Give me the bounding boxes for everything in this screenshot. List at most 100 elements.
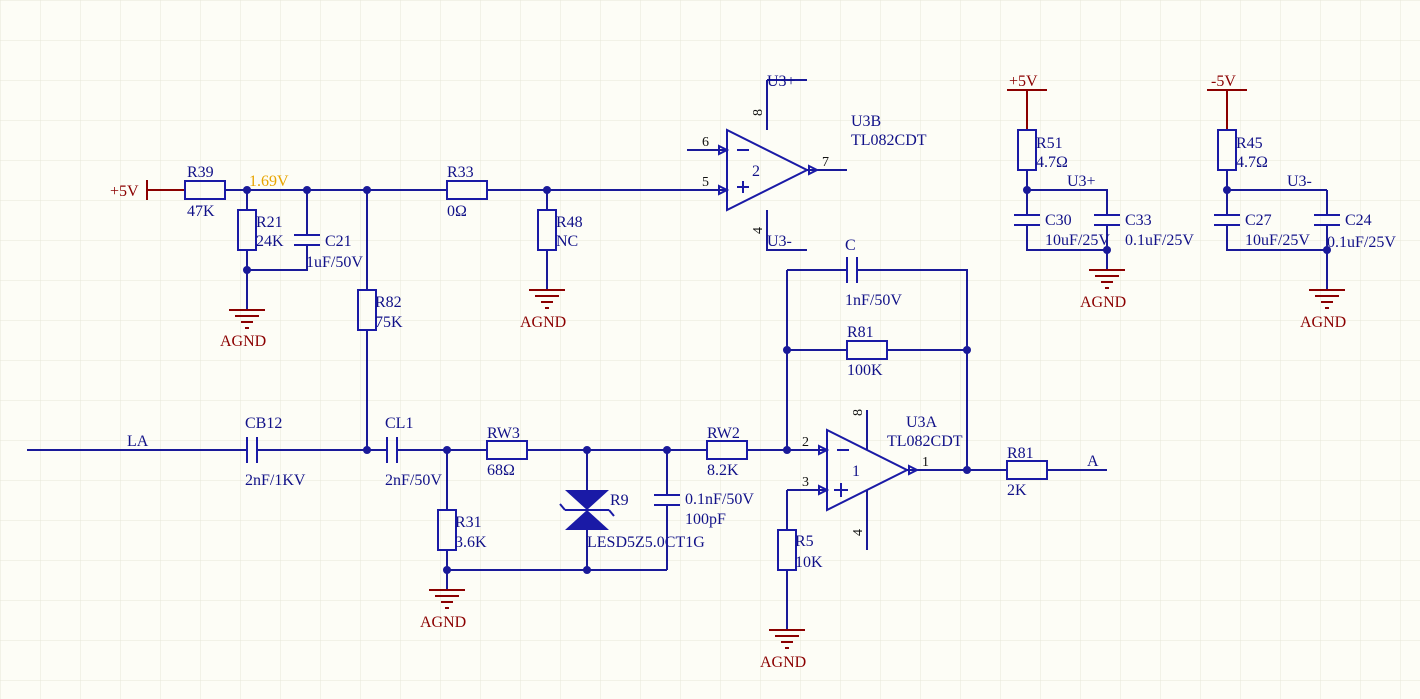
r51-ref: R51 [1036, 135, 1063, 152]
u3b-vneg-net: U3- [767, 233, 792, 250]
bias-network: +5V R39 47K 1.69V R21 24K C21 1uF/50V AG… [110, 164, 727, 450]
u3a-pin-out: 1 [922, 455, 929, 470]
u3b-pin-inv: 6 [702, 135, 709, 150]
r39-value: 47K [187, 203, 215, 220]
r5-group: R5 10K AGND [760, 529, 823, 671]
u3minus-net-label: U3- [1287, 173, 1312, 190]
r81-feedback-ref: R81 [847, 324, 874, 341]
agnd-label-1: AGND [220, 333, 266, 350]
r33-resistor[interactable] [446, 180, 488, 200]
u3a-pin-noninv: 3 [802, 475, 809, 490]
u3a-ref: U3A [906, 414, 938, 431]
junction [243, 186, 251, 194]
r82-resistor[interactable] [357, 289, 377, 331]
u3a-opamp[interactable]: 1 2 3 1 8 4 U3A TL082CDT [786, 409, 1007, 550]
rw3-resistor[interactable] [486, 440, 528, 460]
u3b-pin-vpos: 8 [751, 109, 766, 116]
agnd-label-5: AGND [420, 614, 466, 631]
c33-capacitor[interactable] [1094, 214, 1120, 226]
c21-wires [247, 190, 308, 271]
junction [363, 186, 371, 194]
agnd-symbol-4 [1309, 289, 1345, 309]
feedback-network: C 1nF/50V R81 100K [783, 237, 971, 470]
cb12-value: 2nF/1KV [245, 472, 306, 489]
r21-ref: R21 [256, 214, 283, 231]
agnd-label-2: AGND [520, 314, 566, 331]
junction [543, 186, 551, 194]
r45-value: 4.7Ω [1236, 154, 1268, 171]
bias-node-voltage: 1.69V [249, 173, 289, 190]
agnd-symbol-2 [529, 289, 565, 309]
r5-value: 10K [795, 554, 823, 571]
r9-value: LESD5Z5.0CT1G [587, 534, 705, 551]
u3a-pin-vneg: 4 [851, 529, 866, 536]
r31-value: 3.6K [455, 534, 487, 551]
r81-output-value: 2K [1007, 482, 1027, 499]
c24-capacitor[interactable] [1314, 214, 1340, 226]
c33-ref: C33 [1125, 212, 1152, 229]
agnd-label-6: AGND [760, 654, 806, 671]
rw2-ref: RW2 [707, 425, 740, 442]
cl1-capacitor[interactable] [386, 437, 398, 463]
u3plus-net-label: U3+ [1067, 173, 1096, 190]
c21-ref: C21 [325, 233, 352, 250]
r31-resistor[interactable] [437, 509, 457, 551]
c24-ref: C24 [1345, 212, 1372, 229]
u3b-value: TL082CDT [851, 132, 927, 149]
u3a-value: TL082CDT [887, 433, 963, 450]
c-feedback-ref: C [845, 237, 856, 254]
r9-ref: R9 [610, 492, 629, 509]
c30-value: 10uF/25V [1045, 232, 1110, 249]
vplus-left-label: +5V [110, 183, 139, 200]
vplus-decoupling: +5V R51 4.7Ω U3+ C30 10uF/25V C33 0.1uF/… [1007, 73, 1194, 311]
agnd-label-3: AGND [1080, 294, 1126, 311]
shunt-cap-value1: 0.1nF/50V [685, 491, 754, 508]
a-net-label: A [1087, 453, 1099, 470]
r82-value: 75K [375, 314, 403, 331]
c-feedback-capacitor[interactable] [846, 257, 858, 283]
agnd-symbol-5 [429, 589, 465, 609]
c30-ref: C30 [1045, 212, 1072, 229]
r82-ref: R82 [375, 294, 402, 311]
cb12-capacitor[interactable] [246, 437, 258, 463]
c27-capacitor[interactable] [1214, 214, 1240, 226]
agnd-symbol-1 [229, 309, 265, 329]
r81-feedback-value: 100K [847, 362, 883, 379]
agnd-symbol-6 [769, 629, 805, 649]
input-path: LA CB12 2nF/1KV CL1 2nF/50V RW3 68Ω RW2 … [27, 415, 787, 631]
u3b-pin-vneg: 4 [751, 227, 766, 234]
r81-feedback-resistor[interactable] [846, 340, 888, 360]
r21-resistor[interactable] [237, 209, 257, 251]
c24-value: 0.1uF/25V [1327, 234, 1396, 251]
rw2-resistor[interactable] [706, 440, 748, 460]
u3b-pin-out: 7 [822, 155, 829, 170]
shunt-capacitor[interactable] [654, 494, 680, 506]
r45-ref: R45 [1236, 135, 1263, 152]
r33-value: 0Ω [447, 203, 467, 220]
r39-ref: R39 [187, 164, 214, 181]
r48-resistor[interactable] [537, 209, 557, 251]
agnd-label-4: AGND [1300, 314, 1346, 331]
rw3-ref: RW3 [487, 425, 520, 442]
u3a-pin-vpos: 8 [851, 409, 866, 416]
r31-ref: R31 [455, 514, 482, 531]
la-net-label: LA [127, 433, 149, 450]
r51-value: 4.7Ω [1036, 154, 1068, 171]
u3b-ref: U3B [851, 113, 881, 130]
vminus-decoupling: -5V R45 4.7Ω U3- C27 10uF/25V C24 0.1uF/… [1207, 73, 1396, 331]
agnd-symbol-3 [1089, 269, 1125, 289]
r33-ref: R33 [447, 164, 474, 181]
r21-value: 24K [256, 233, 284, 250]
output-stage: R81 2K A [963, 445, 1107, 499]
c21-capacitor[interactable] [294, 234, 320, 246]
u3a-pin-inv: 2 [802, 435, 809, 450]
c30-capacitor[interactable] [1014, 214, 1040, 226]
cb12-ref: CB12 [245, 415, 282, 432]
r5-ref: R5 [795, 533, 814, 550]
u3b-opamp[interactable]: 2 6 5 7 8 4 U3+ U3- U3B TL082CDT [687, 73, 927, 251]
rw3-value: 68Ω [487, 462, 515, 479]
r48-value: NC [556, 233, 578, 250]
shunt-cap-value2: 100pF [685, 511, 726, 528]
vplus-right-label: +5V [1009, 73, 1038, 90]
